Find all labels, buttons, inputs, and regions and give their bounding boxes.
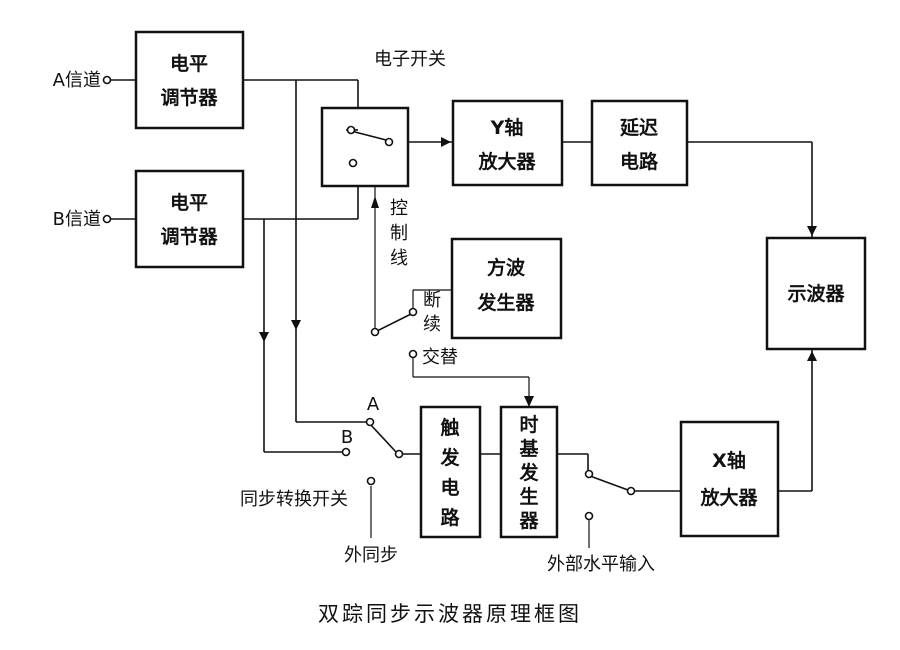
square-line1: 方波 [487, 256, 526, 279]
sync-a-label: A [367, 394, 380, 415]
level-a-line2: 调节器 [160, 87, 218, 109]
arrow-sync-b-down [259, 332, 269, 342]
x-input-selector-switch [584, 469, 636, 521]
y-amp-line1: Y轴 [490, 116, 524, 139]
block-electronic-switch [320, 106, 410, 188]
level-a-line1: 电平 [170, 52, 208, 75]
timebase-char4: 生 [519, 485, 538, 508]
block-square-wave-generator: 方波 发生器 [450, 237, 563, 340]
switch-contact-b [348, 158, 358, 168]
control-line-char3: 线 [390, 248, 408, 269]
x-selector-blade [589, 475, 629, 491]
trigger-char2: 发 [439, 446, 460, 469]
sync-b-label: B [341, 427, 353, 448]
ext-horizontal-label: 外部水平输入 [547, 554, 655, 575]
block-time-base-generator: 时 基 发 生 器 [499, 405, 559, 539]
b-input-terminal [102, 214, 112, 224]
delay-line2: 电路 [620, 150, 659, 173]
a-input-terminal [102, 75, 112, 85]
timebase-char2: 基 [518, 437, 539, 460]
ext-sync-label: 外同步 [344, 545, 398, 566]
block-delay-circuit: 延迟 电路 [590, 99, 689, 187]
sync-contact-a [365, 417, 375, 427]
block-oscilloscope: 示波器 [765, 236, 867, 351]
sync-common-contact [394, 449, 404, 459]
arrow-into-timebase [524, 396, 534, 407]
control-line-char2: 制 [390, 223, 408, 244]
sync-contact-b [341, 447, 351, 457]
arrow-sync-a-down [291, 320, 301, 330]
timebase-char1: 时 [519, 414, 538, 436]
block-level-regulator-a: 电平 调节器 [134, 30, 245, 130]
sync-selector-blade [369, 423, 397, 453]
x-selector-common-contact [626, 486, 636, 496]
block-x-amplifier: X轴 放大器 [679, 420, 780, 538]
mode-selector-blade [374, 313, 412, 333]
block-level-regulator-b: 电平 调节器 [134, 169, 245, 269]
x-selector-timebase-contact [584, 469, 594, 479]
switch-contact-a [346, 125, 356, 135]
scope-label: 示波器 [787, 282, 845, 305]
wires [111, 79, 813, 548]
mode-selector-intermittent-contact [408, 307, 418, 317]
x-amp-line2: 放大器 [699, 486, 758, 509]
arrow-into-y-amp [441, 137, 451, 147]
arrow-into-scope-top [807, 226, 817, 236]
sync-switch-label: 同步转换开关 [240, 489, 348, 510]
timebase-char3: 发 [518, 461, 539, 484]
diagram-caption: 双踪同步示波器原理框图 [318, 602, 582, 626]
y-amp-line2: 放大器 [477, 150, 536, 173]
x-amp-line1: X轴 [712, 449, 746, 472]
alternate-label: 交替 [422, 347, 458, 368]
sync-ext-contact [366, 476, 376, 486]
intermittent-char2: 续 [423, 314, 441, 335]
block-trigger-circuit: 触 发 电 路 [419, 405, 482, 539]
mode-selector-alternate-contact [408, 349, 418, 359]
x-selector-external-contact [584, 511, 594, 521]
arrow-control-line-up [371, 196, 379, 208]
mode-selector-switch [370, 307, 418, 359]
intermittent-char1: 断 [423, 290, 441, 311]
trigger-char3: 电 [440, 476, 459, 499]
level-b-line1: 电平 [170, 191, 208, 214]
timebase-char5: 器 [518, 510, 539, 532]
arrowheads [259, 137, 817, 407]
control-line-char1: 控 [390, 198, 408, 219]
switch-blade [350, 130, 387, 141]
square-line2: 发生器 [476, 291, 535, 314]
b-channel-label: B信道 [53, 209, 101, 230]
block-y-amplifier: Y轴 放大器 [451, 99, 564, 187]
delay-line1: 延迟 [619, 117, 658, 139]
level-b-line2: 调节器 [160, 226, 218, 248]
electronic-switch-label: 电子开关 [374, 49, 446, 70]
trigger-char1: 触 [440, 416, 459, 439]
sync-selector-switch [341, 417, 404, 486]
arrow-into-scope-bottom [807, 351, 817, 361]
switch-contact-out [384, 137, 394, 147]
mode-selector-common [370, 327, 380, 337]
trigger-char4: 路 [440, 506, 460, 529]
a-channel-label: A信道 [53, 70, 101, 91]
